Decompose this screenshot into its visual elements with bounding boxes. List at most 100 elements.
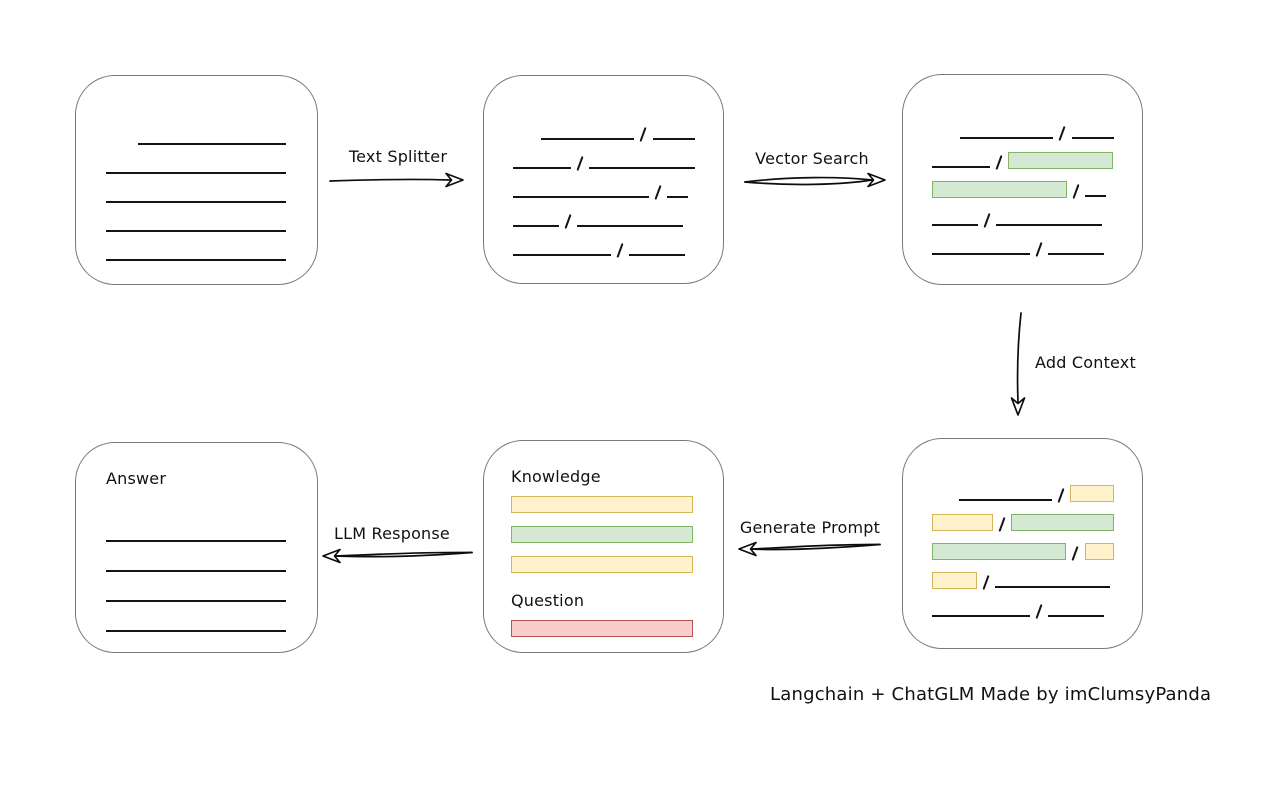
text-line (1071, 137, 1114, 139)
text-row (932, 560, 1114, 590)
text-line (1048, 253, 1105, 255)
llm-response-label: LLM Response (334, 524, 450, 543)
yellow-knowledge-bar (511, 496, 693, 513)
text-line (652, 138, 695, 140)
text-row (932, 473, 1114, 503)
slash-separator (982, 575, 990, 590)
text-line (589, 167, 695, 169)
text-row (106, 174, 287, 203)
green-chunk (932, 181, 1067, 198)
text-line (959, 499, 1052, 501)
source-document-box (75, 75, 318, 285)
yellow-chunk (1070, 485, 1114, 502)
slash-separator (616, 243, 624, 258)
yellow-chunk (932, 514, 993, 531)
text-row (106, 542, 287, 572)
text-splitter-arrow (329, 172, 464, 188)
slash-separator (654, 185, 662, 200)
generate-prompt-arrow (738, 541, 881, 557)
text-line (138, 143, 286, 145)
green-knowledge-bar (511, 526, 693, 543)
add-context-arrow (1010, 312, 1026, 416)
split-text-box (483, 75, 724, 284)
slash-separator (995, 155, 1003, 170)
slash-separator (983, 213, 991, 228)
text-row (513, 228, 695, 258)
text-line (106, 540, 286, 542)
question-bar (511, 620, 693, 637)
text-line (996, 224, 1103, 226)
text-row (513, 170, 695, 200)
text-row (106, 602, 287, 632)
text-line (106, 230, 286, 232)
text-row (106, 512, 287, 542)
slash-separator (1058, 126, 1067, 141)
answer-heading: Answer (106, 469, 167, 488)
text-line (932, 224, 978, 226)
text-row (513, 141, 695, 171)
text-line (577, 225, 684, 227)
text-line (106, 630, 286, 632)
text-line (629, 254, 686, 256)
green-chunk (932, 543, 1067, 560)
text-row (932, 111, 1114, 141)
answer-box: Answer (75, 442, 318, 653)
slash-separator (639, 127, 648, 142)
text-line (513, 196, 649, 198)
text-row (513, 199, 695, 229)
text-row (106, 572, 287, 602)
text-row (932, 169, 1114, 199)
add-context-label: Add Context (1035, 353, 1136, 372)
slash-separator (1035, 242, 1043, 257)
text-row (513, 112, 695, 142)
vector-search-result-box (902, 74, 1143, 285)
text-line (667, 196, 689, 198)
text-line (106, 259, 286, 261)
text-line (513, 167, 571, 169)
text-line (959, 137, 1054, 139)
knowledge-heading: Knowledge (511, 467, 601, 486)
text-line (513, 225, 559, 227)
text-row (932, 198, 1114, 228)
text-line (106, 570, 286, 572)
green-chunk (1008, 152, 1114, 169)
prompt-box: Knowledge Question (483, 440, 724, 653)
slash-separator (564, 214, 572, 229)
question-heading: Question (511, 591, 585, 610)
slash-separator (998, 517, 1006, 532)
text-line (106, 201, 286, 203)
text-row (932, 502, 1115, 532)
slash-separator (1057, 488, 1065, 503)
text-row (932, 140, 1114, 170)
text-row (106, 116, 287, 145)
yellow-knowledge-bar (511, 556, 693, 573)
yellow-chunk (1084, 543, 1114, 560)
text-line (995, 586, 1111, 588)
slash-separator (1071, 546, 1080, 561)
slash-separator (576, 156, 584, 171)
text-row (932, 531, 1114, 561)
text-line (1085, 195, 1107, 197)
slash-separator (1035, 604, 1043, 619)
text-line (540, 138, 635, 140)
text-line (106, 172, 286, 174)
generate-prompt-label: Generate Prompt (739, 518, 881, 537)
text-row (932, 589, 1114, 619)
vector-search-arrow (744, 172, 886, 188)
text-line (513, 254, 611, 256)
text-line (106, 600, 286, 602)
text-row (932, 227, 1114, 257)
text-splitter-label: Text Splitter (348, 147, 448, 166)
text-row (106, 203, 287, 232)
knowledge-bars (511, 496, 696, 586)
text-line (932, 166, 990, 168)
text-line (932, 253, 1030, 255)
text-line (1048, 615, 1105, 617)
context-box (902, 438, 1143, 649)
text-line (932, 615, 1030, 617)
yellow-chunk (932, 572, 977, 589)
green-chunk (1011, 514, 1115, 531)
vector-search-label: Vector Search (755, 149, 869, 168)
llm-response-arrow (322, 548, 473, 564)
